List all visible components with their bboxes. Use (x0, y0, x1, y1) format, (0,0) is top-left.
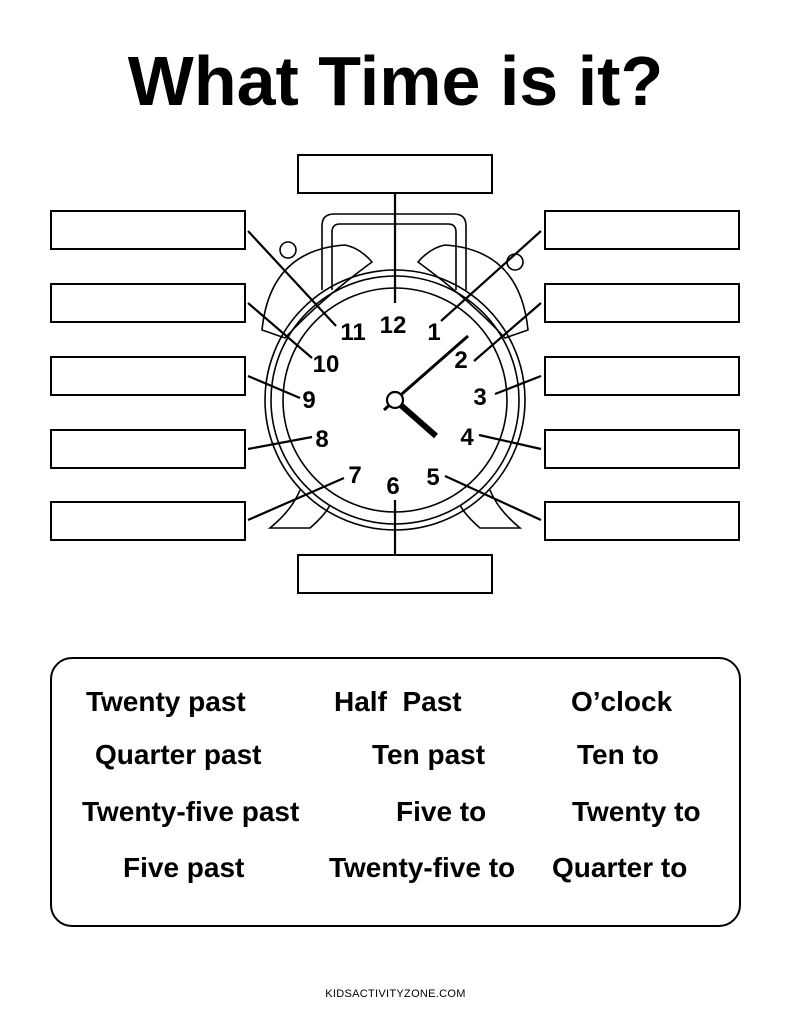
phrase-quarter-to: Quarter to (552, 852, 688, 883)
clock-numeral-7: 7 (348, 462, 361, 489)
phrase-twenty-five-to: Twenty-five to (329, 852, 516, 883)
hand-pivot (385, 390, 405, 410)
connector-lines (247, 194, 542, 554)
answer-box-8[interactable] (50, 429, 246, 469)
phrase-quarter-past: Quarter past (95, 739, 262, 770)
phrase-five-to: Five to (396, 796, 487, 827)
answer-box-7[interactable] (50, 501, 246, 541)
clock-numeral-3: 3 (473, 384, 486, 411)
answer-box-11[interactable] (50, 210, 246, 250)
answer-box-12[interactable] (297, 154, 493, 194)
clock-numeral-1: 1 (427, 319, 440, 346)
phrase-ten-to: Ten to (577, 739, 659, 770)
phrase-half-past: Half Past (334, 686, 462, 717)
word-bank (50, 657, 741, 927)
answer-box-6[interactable] (297, 554, 493, 594)
clock-numeral-6: 6 (386, 473, 399, 500)
phrase-twenty-to: Twenty to (572, 796, 701, 827)
clock-numeral-4: 4 (460, 424, 474, 451)
clock-numeral-10: 10 (313, 351, 340, 378)
answer-box-4[interactable] (544, 429, 740, 469)
phrase-ten-past: Ten past (372, 739, 486, 770)
clock-numeral-5: 5 (426, 464, 439, 491)
answer-box-9[interactable] (50, 356, 246, 396)
answer-box-5[interactable] (544, 501, 740, 541)
answer-box-1[interactable] (544, 210, 740, 250)
phrase-twenty-past: Twenty past (86, 686, 246, 717)
clock-numeral-9: 9 (302, 387, 315, 414)
minute-hand (394, 334, 469, 402)
page-title: What Time is it? (127, 42, 664, 120)
phrase-oclock: O’clock (571, 686, 673, 717)
answer-box-10[interactable] (50, 283, 246, 323)
phrase-twenty-five-past: Twenty-five past (82, 796, 300, 827)
clock-numeral-12: 12 (380, 312, 407, 339)
answer-box-2[interactable] (544, 283, 740, 323)
clock-numeral-8: 8 (315, 426, 328, 453)
clock-numeral-2: 2 (454, 347, 467, 374)
answer-box-3[interactable] (544, 356, 740, 396)
site-footer: KIDSACTIVITYZONE.COM (325, 988, 466, 1000)
phrase-five-past: Five past (123, 852, 245, 883)
clock-numeral-11: 11 (340, 319, 365, 346)
